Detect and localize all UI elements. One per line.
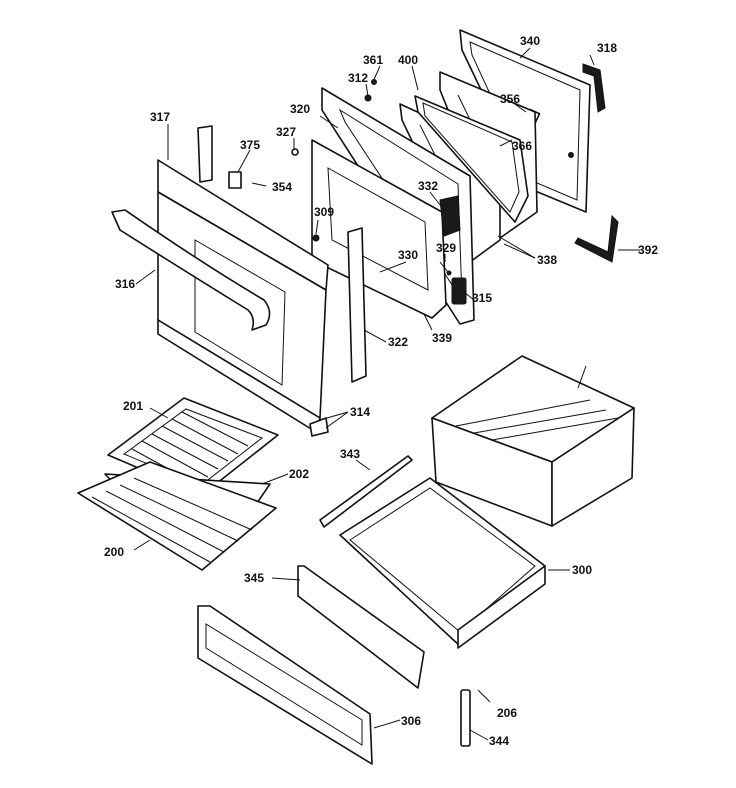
drawer-body-300 xyxy=(339,477,546,649)
callout-338: 338 xyxy=(537,253,557,267)
bracket-375 xyxy=(228,171,242,189)
screw-354 xyxy=(251,182,267,187)
callout-314: 314 xyxy=(350,405,370,419)
callout-332: 332 xyxy=(418,179,438,193)
callout-361: 361 xyxy=(363,53,383,67)
hinge-arm xyxy=(197,125,213,183)
callout-315: 315 xyxy=(472,291,492,305)
door-handle-316 xyxy=(111,209,271,331)
fastener-327 xyxy=(291,148,299,156)
callout-318: 318 xyxy=(597,41,617,55)
callout-340: 340 xyxy=(520,34,540,48)
drawer-front-306 xyxy=(197,605,373,765)
callout-300: 300 xyxy=(572,563,592,577)
callout-317: 317 xyxy=(150,110,170,124)
callout-312: 312 xyxy=(348,71,368,85)
screw-309 xyxy=(312,234,320,242)
callout-316: 316 xyxy=(115,277,135,291)
callout-339: 339 xyxy=(432,331,452,345)
callout-400: 400 xyxy=(398,53,418,67)
callout-356: 356 xyxy=(500,92,520,106)
drawer-roller-344 xyxy=(460,689,471,747)
hinge-rod-392 xyxy=(574,214,619,263)
door-latch-332 xyxy=(439,195,461,237)
callout-345: 345 xyxy=(244,571,264,585)
drawer-panel-345 xyxy=(297,565,425,689)
callout-392: 392 xyxy=(638,243,658,257)
callout-366: 366 xyxy=(512,139,532,153)
callout-344: 344 xyxy=(489,734,509,748)
leader-lines xyxy=(133,47,640,741)
callout-327: 327 xyxy=(276,125,296,139)
drawer-slide-343 xyxy=(319,455,413,528)
door-hinge-315 xyxy=(451,277,467,305)
callout-201: 201 xyxy=(123,399,143,413)
callout-343: 343 xyxy=(340,447,360,461)
callout-329: 329 xyxy=(436,241,456,255)
callout-309: 309 xyxy=(314,205,334,219)
door-liner-339 xyxy=(311,139,447,319)
callout-200: 200 xyxy=(104,545,124,559)
callout-206: 206 xyxy=(497,706,517,720)
hinge-bracket-318 xyxy=(582,63,606,113)
screw-329 xyxy=(439,261,452,276)
drawer-rear-box xyxy=(431,355,635,527)
side-trim-322 xyxy=(347,227,367,383)
callout-330: 330 xyxy=(398,248,418,262)
callout-354: 354 xyxy=(272,180,292,194)
oven-rack-200 xyxy=(77,461,277,571)
callout-322: 322 xyxy=(388,335,408,349)
gasket-frame-366 xyxy=(414,95,529,223)
callout-306: 306 xyxy=(401,714,421,728)
screw-206 xyxy=(477,689,491,703)
callout-202: 202 xyxy=(289,467,309,481)
callout-375: 375 xyxy=(240,138,260,152)
fastener-361 xyxy=(371,65,381,85)
callout-320: 320 xyxy=(290,102,310,116)
